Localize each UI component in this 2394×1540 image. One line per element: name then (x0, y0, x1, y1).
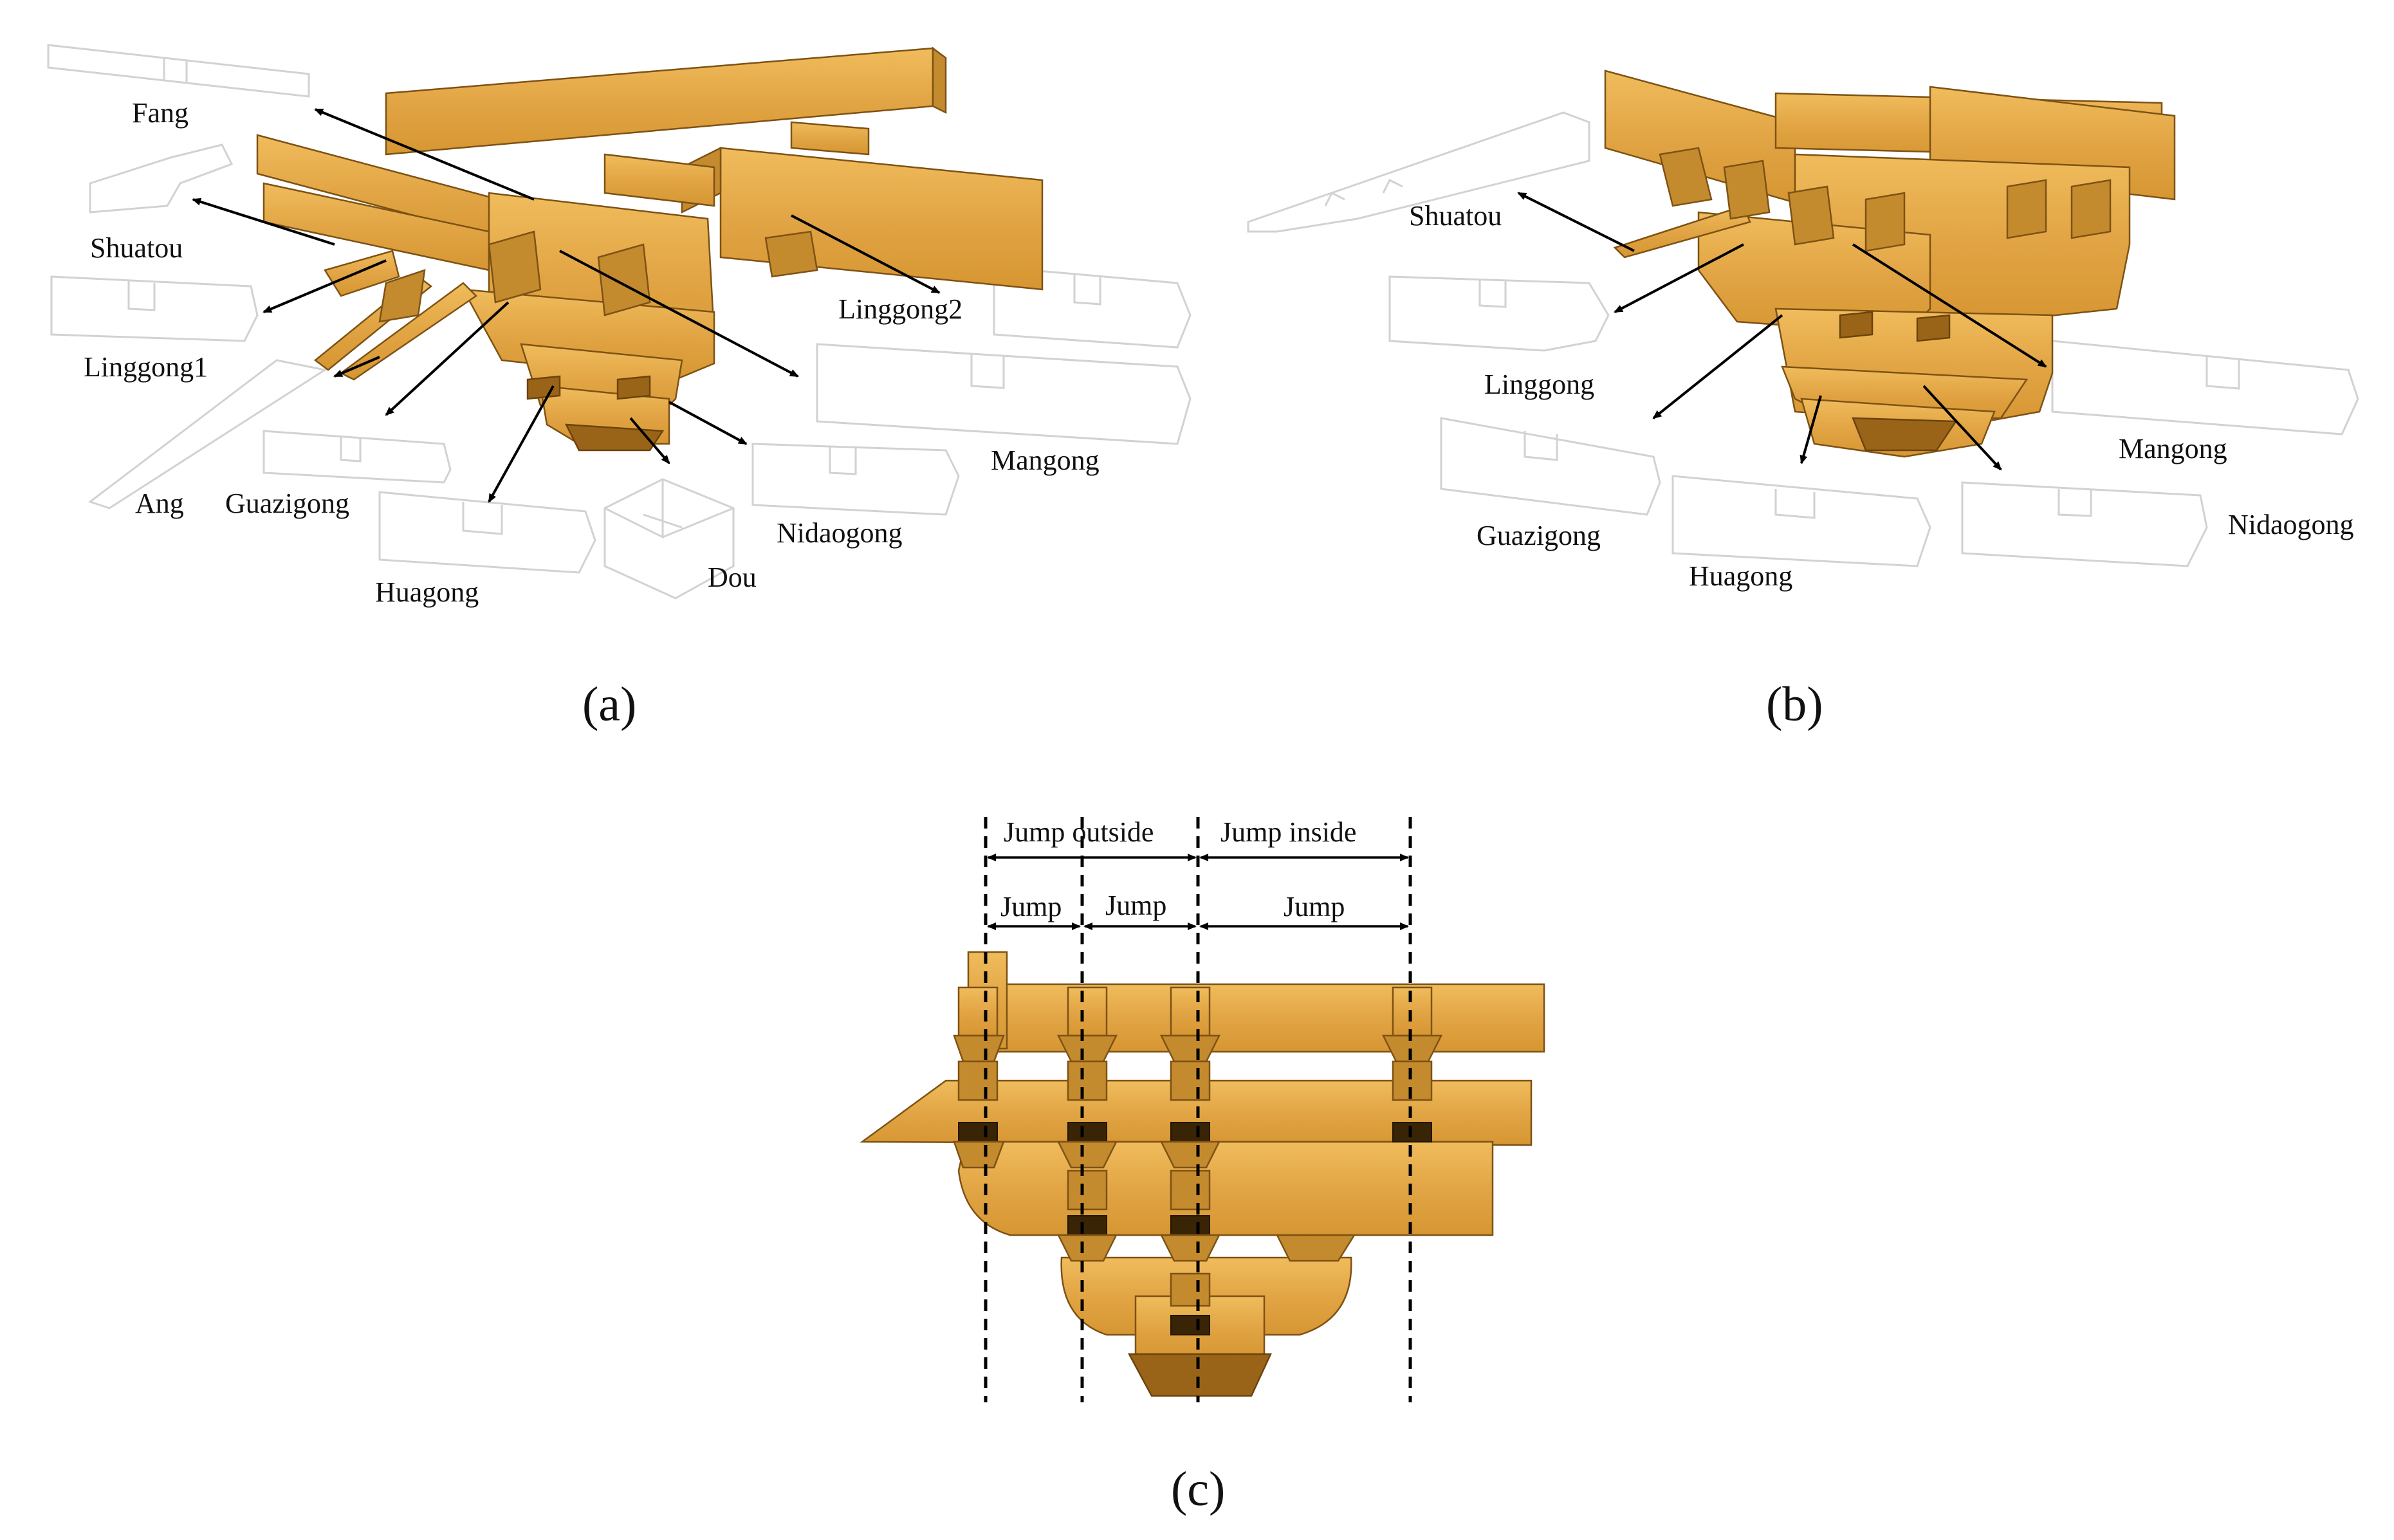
dim-jump-outside: Jump outside (1004, 816, 1154, 848)
panel-a: Fang Shuatou Linggong1 Linggong2 Ang Gua… (47, 44, 1192, 731)
dim-jump-1: Jump (1000, 891, 1062, 922)
dim-jump-3: Jump (1284, 891, 1345, 922)
dou-row-3 (1056, 1169, 1356, 1262)
label-shuatou: Shuatou (90, 232, 183, 264)
dou-row-2 (953, 1060, 1433, 1169)
caption-b: (b) (1766, 677, 1823, 731)
dou-row-1 (953, 986, 1443, 1063)
dim-jump-inside: Jump inside (1220, 816, 1356, 848)
panel-a-leader-arrows (192, 108, 941, 503)
panel-b-ghost-parts (1247, 111, 2359, 567)
label-linggong1: Linggong1 (84, 351, 208, 383)
label-b-mangong: Mangong (2119, 433, 2227, 464)
label-ang: Ang (135, 488, 184, 519)
panel-a-bracket-assembly (256, 46, 1044, 452)
panel-c-dashed-lines (984, 817, 1412, 1402)
panel-b: Shuatou Linggong Guazigong Huagong Mango… (1247, 69, 2359, 731)
label-linggong2: Linggong2 (838, 293, 962, 325)
label-b-huagong: Huagong (1689, 560, 1792, 592)
label-b-linggong: Linggong (1484, 369, 1594, 400)
label-guazigong: Guazigong (225, 488, 349, 519)
label-b-guazigong: Guazigong (1477, 520, 1601, 551)
panel-c: Jump outside Jump inside Jump Jump Jump … (860, 816, 1545, 1516)
label-dou: Dou (708, 562, 757, 593)
label-mangong: Mangong (991, 445, 1100, 476)
label-fang: Fang (132, 97, 189, 129)
panel-b-bracket-assembly (1604, 69, 2176, 458)
panel-b-leader-arrows (1517, 192, 2047, 471)
label-b-nidaogong: Nidaogong (2228, 509, 2354, 540)
dim-jump-2: Jump (1105, 890, 1166, 921)
label-nidaogong: Nidaogong (777, 517, 903, 549)
panel-c-bracket-elevation (860, 951, 1545, 1397)
caption-c: (c) (1171, 1462, 1225, 1516)
label-huagong: Huagong (375, 576, 479, 608)
caption-a: (a) (582, 677, 636, 731)
label-b-shuatou: Shuatou (1409, 200, 1502, 232)
panel-a-ghost-parts (47, 44, 1192, 600)
panel-c-dimension-lines (987, 854, 1409, 930)
